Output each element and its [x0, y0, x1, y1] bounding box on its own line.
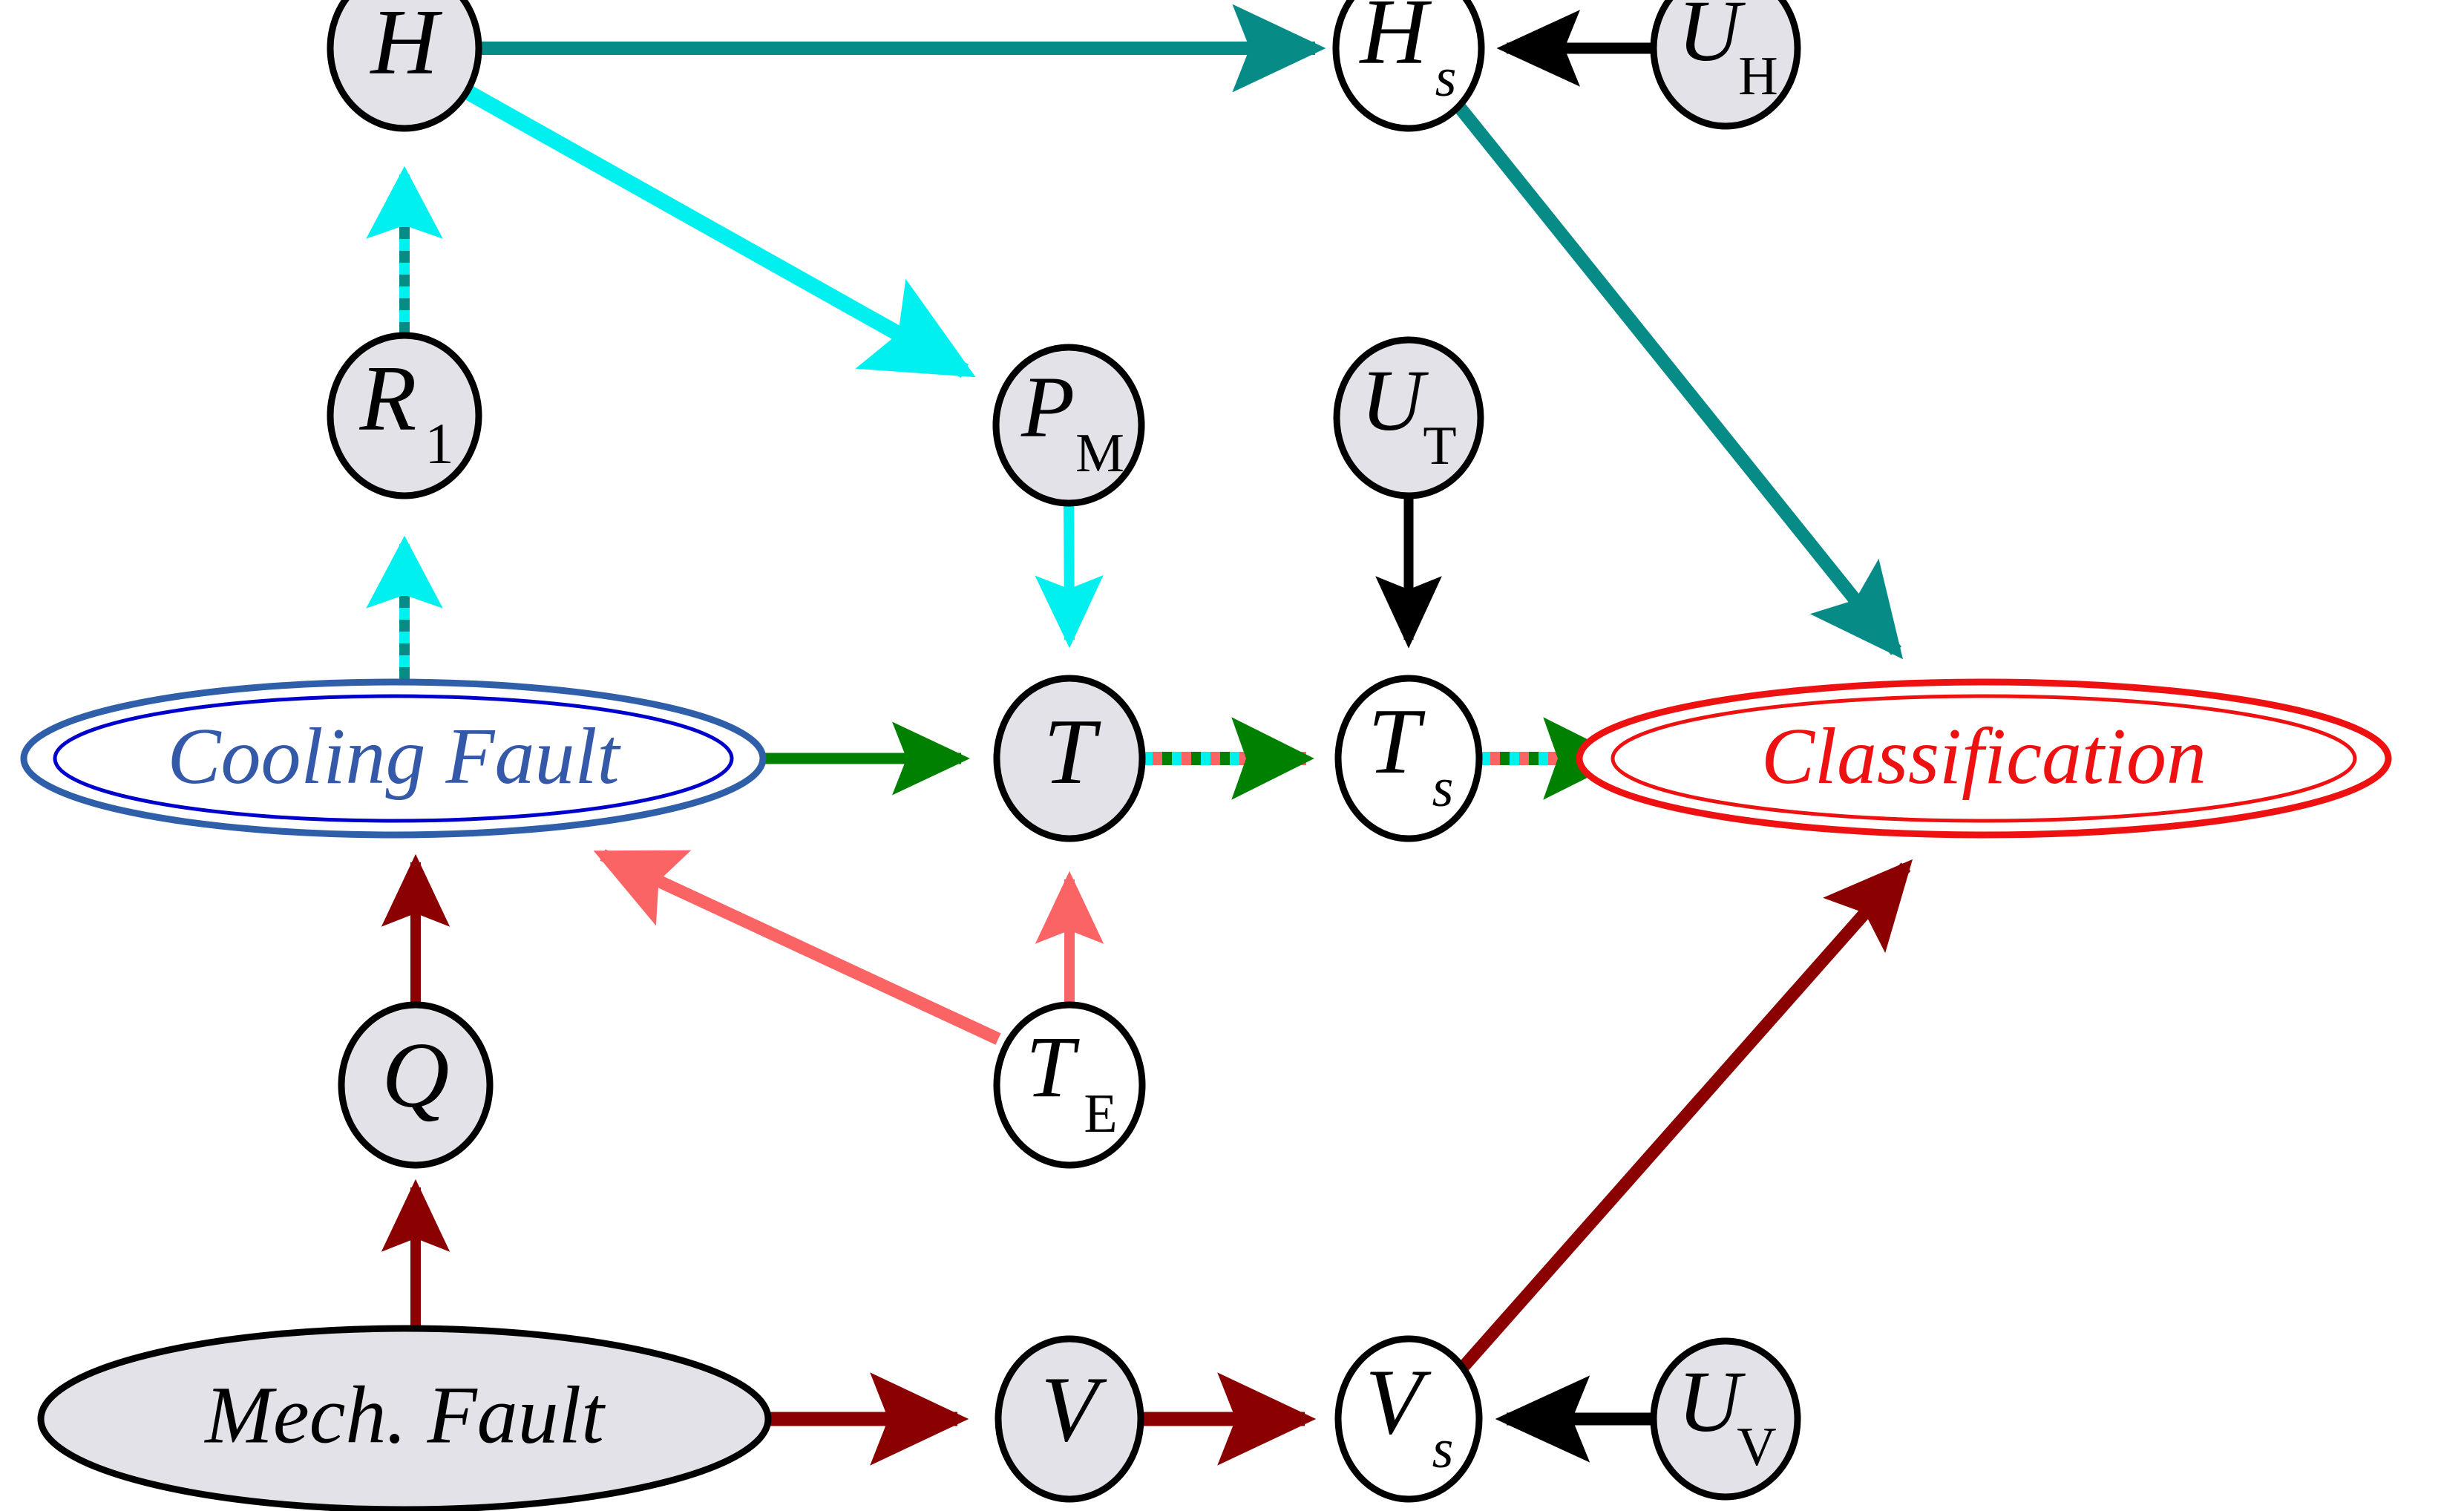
node-R1-label: R: [359, 347, 417, 450]
node-R1-subscript: 1: [425, 411, 454, 476]
node-UH[interactable]: U H: [1650, 0, 1801, 130]
node-R1[interactable]: R 1: [327, 332, 482, 499]
node-Ts-shape: [1334, 675, 1483, 842]
node-Vs-shape: [1334, 1335, 1483, 1503]
node-TE-subscript: E: [1084, 1084, 1117, 1144]
node-mech-fault[interactable]: Mech. Fault: [37, 1325, 772, 1511]
node-H[interactable]: H: [327, 0, 482, 132]
node-UV-shape: [1650, 1337, 1801, 1501]
node-H-label: H: [370, 0, 443, 94]
node-UH-label: U: [1677, 0, 1746, 79]
node-Vs-subscript: s: [1432, 1419, 1454, 1480]
edge-H-to-PM: [465, 85, 976, 378]
node-UV-label: U: [1677, 1353, 1746, 1450]
edge-Hs-to-Classification: [1451, 99, 1904, 660]
node-classification[interactable]: Classification: [1576, 678, 2392, 839]
edge-Vs-to-Classification: [1449, 859, 1913, 1381]
node-T[interactable]: T: [993, 675, 1146, 842]
cooling-fault-inner-ellipse: [53, 694, 734, 823]
mech-fault-label: Mech. Fault: [203, 1369, 606, 1460]
node-Ts[interactable]: T s: [1334, 675, 1483, 842]
node-TE-shape: [993, 1001, 1146, 1169]
classification-label: Classification: [1761, 712, 2206, 801]
cooling-fault-outer-ellipse: [20, 678, 767, 839]
node-R1-shape: [327, 332, 482, 499]
node-UH-subscript: H: [1738, 46, 1777, 107]
node-UT-label: U: [1360, 352, 1429, 449]
node-UT[interactable]: U T: [1333, 336, 1484, 499]
node-H-shape: [327, 0, 482, 132]
cooling-fault-label: Cooling Fault: [167, 712, 621, 801]
node-Ts-subscript: s: [1432, 758, 1454, 819]
node-UT-shape: [1333, 336, 1484, 499]
node-UH-shape: [1650, 0, 1801, 130]
node-Hs-label: H: [1359, 0, 1432, 84]
node-TE[interactable]: T E: [993, 1001, 1146, 1169]
node-Q[interactable]: Q: [338, 1001, 494, 1169]
node-Hs-shape: [1332, 0, 1485, 132]
variable-nodes-layer: H H s U H R 1 P: [327, 0, 1801, 1503]
node-Hs[interactable]: H s: [1332, 0, 1485, 132]
classification-inner-ellipse: [1611, 694, 2357, 823]
node-UV-subscript: V: [1737, 1417, 1776, 1478]
node-TE-label: T: [1026, 1018, 1080, 1115]
node-Q-shape: [338, 1001, 494, 1169]
node-V-label: V: [1041, 1358, 1108, 1461]
node-Ts-label: T: [1368, 690, 1426, 793]
node-Vs-label: V: [1366, 1351, 1432, 1454]
node-PM-label: P: [1020, 358, 1075, 456]
node-V[interactable]: V: [995, 1335, 1144, 1503]
node-PM-subscript: M: [1075, 423, 1124, 484]
node-V-shape: [995, 1335, 1144, 1503]
classification-outer-ellipse: [1576, 678, 2392, 839]
edges-layer: [404, 4, 1913, 1466]
node-T-label: T: [1043, 701, 1101, 804]
node-T-shape: [993, 675, 1146, 842]
node-PM-shape: [992, 344, 1145, 507]
node-Vs[interactable]: V s: [1334, 1335, 1483, 1503]
node-PM[interactable]: P M: [992, 344, 1145, 507]
edge-TE-to-CoolingFault: [593, 849, 1001, 1045]
node-cooling-fault[interactable]: Cooling Fault: [20, 678, 767, 839]
fault-ellipses-layer: Cooling Fault Classification Mech. Fault: [20, 678, 2392, 1511]
mech-fault-ellipse: [37, 1325, 772, 1511]
node-UV[interactable]: U V: [1650, 1337, 1801, 1501]
node-Q-label: Q: [382, 1024, 450, 1127]
node-Hs-subscript: s: [1435, 47, 1457, 108]
node-UT-subscript: T: [1423, 416, 1456, 476]
